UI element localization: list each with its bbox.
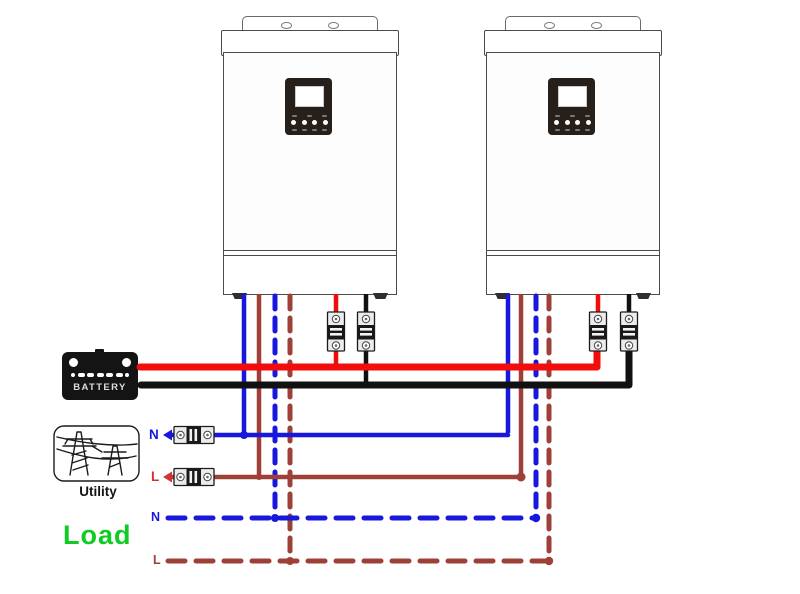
led-indicator [554, 120, 559, 125]
led-indicator [301, 120, 307, 125]
battery-cell-row [62, 373, 138, 377]
led-indicator-row [554, 120, 591, 125]
circuit-breaker-icon [356, 311, 376, 352]
led-caption-row [555, 115, 590, 117]
load-label: Load [63, 520, 132, 550]
battery-label: BATTERY [73, 382, 127, 393]
led-caption-row [292, 115, 327, 117]
utility-neutral-label: N [149, 427, 159, 442]
inverter-unit-1 [221, 16, 399, 299]
circuit-breaker-icon [619, 311, 639, 352]
battery-positive-bus [136, 347, 601, 371]
lcd-screen [295, 86, 324, 107]
led-indicator [312, 120, 318, 125]
led-indicator [291, 120, 296, 125]
inverter-unit-2 [484, 16, 662, 299]
load-neutral-label: N [151, 510, 161, 524]
inverter-top-cap [221, 30, 399, 56]
battery-terminal [122, 358, 131, 367]
load-line-label: L [153, 553, 161, 567]
screw-slot-icon [544, 22, 555, 29]
led-indicator [585, 120, 591, 125]
circuit-breaker-icon [173, 467, 215, 487]
inverter-terminal-cover [486, 255, 660, 295]
inverter-foot [232, 293, 247, 299]
inverter-foot [373, 293, 388, 299]
lcd-screen [558, 86, 587, 107]
inverter-terminal-cover [223, 255, 397, 295]
battery-negative-bus [137, 347, 633, 389]
utility-line-arrow-icon [163, 471, 172, 483]
battery-icon: BATTERY [62, 349, 138, 400]
led-indicator [322, 120, 328, 125]
led-caption-row [555, 129, 590, 131]
lcd-display-panel [548, 78, 595, 135]
utility-line-label: L [151, 469, 160, 484]
screw-slot-icon [281, 22, 292, 29]
utility-neutral-arrow-icon [163, 429, 172, 441]
screw-slot-icon [328, 22, 339, 29]
junction-dots [240, 431, 554, 566]
led-indicator [564, 120, 570, 125]
circuit-breaker-icon [588, 311, 608, 352]
circuit-breaker-icon [173, 425, 215, 445]
screw-slot-icon [591, 22, 602, 29]
inverter-foot [636, 293, 651, 299]
led-indicator [575, 120, 581, 125]
battery-terminal-cap [95, 349, 104, 353]
inverter-foot [495, 293, 510, 299]
led-indicator-row [291, 120, 328, 125]
lcd-display-panel [285, 78, 332, 135]
circuit-breaker-icon [326, 311, 346, 352]
utility-label: Utility [79, 484, 117, 499]
battery-terminal [69, 358, 78, 367]
transmission-towers-icon [52, 422, 142, 484]
led-caption-row [292, 129, 327, 131]
